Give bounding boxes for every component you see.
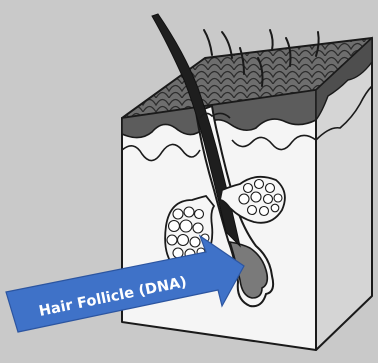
diagram-canvas: Hair Follicle (DNA) bbox=[0, 0, 378, 363]
hair-follicle-diagram: Hair Follicle (DNA) bbox=[0, 0, 378, 363]
